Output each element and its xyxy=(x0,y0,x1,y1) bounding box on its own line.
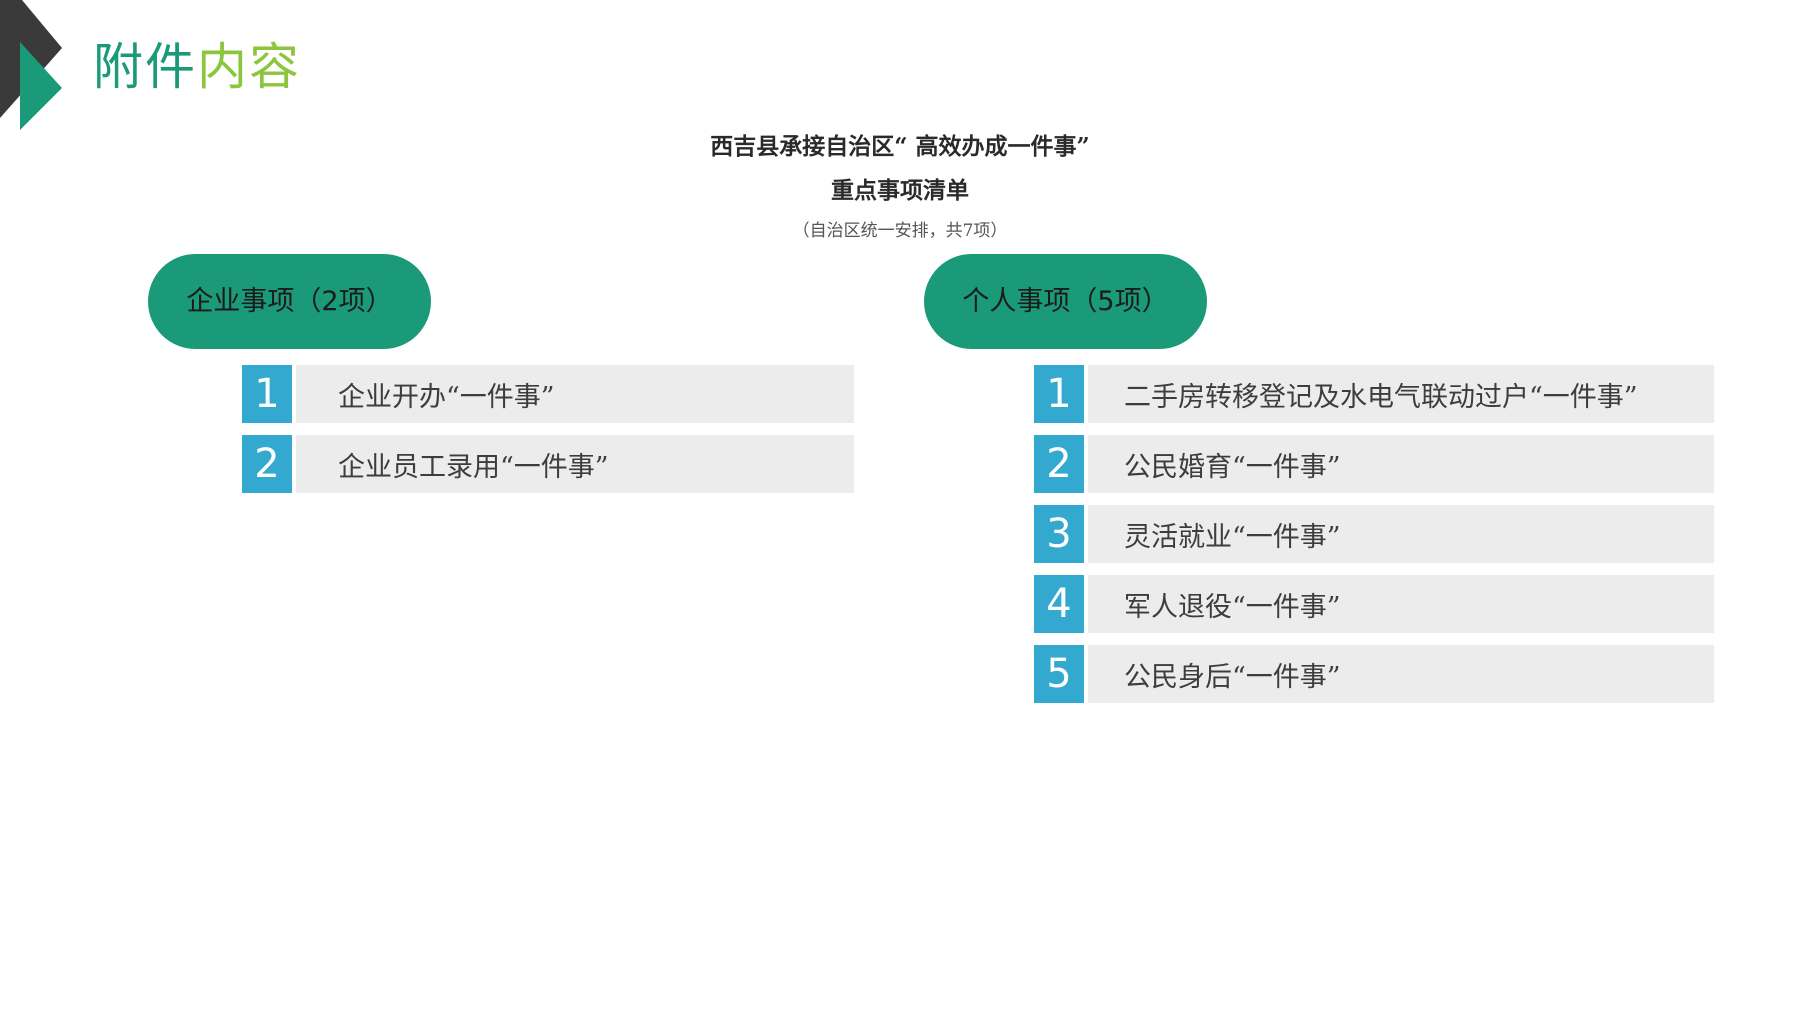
list-heading-note: （自治区统一安排，共7项） xyxy=(792,221,1008,241)
item-label: 灵活就业“一件事” xyxy=(1124,521,1341,553)
corner-arrow-decoration xyxy=(0,0,62,130)
list-item: 2 公民婚育“一件事” xyxy=(1034,435,1714,493)
list-item: 5 公民身后“一件事” xyxy=(1034,645,1714,703)
item-label: 公民婚育“一件事” xyxy=(1124,451,1341,483)
list-item: 3 灵活就业“一件事” xyxy=(1034,505,1714,563)
list-item: 2 企业员工录用“一件事” xyxy=(242,435,854,493)
page-title-part1: 附件 xyxy=(93,38,197,96)
item-number-badge: 1 xyxy=(242,365,296,423)
item-label: 二手房转移登记及水电气联动过户“一件事” xyxy=(1124,381,1638,413)
item-label: 企业员工录用“一件事” xyxy=(338,451,609,483)
item-number-badge: 1 xyxy=(1034,365,1088,423)
personal-item-list: 1 二手房转移登记及水电气联动过户“一件事” 2 公民婚育“一件事” 3 灵活就… xyxy=(1034,365,1714,715)
enterprise-category-pill: 企业事项（2项） xyxy=(148,254,431,349)
list-heading-line1: 西吉县承接自治区“ 高效办成一件事” xyxy=(710,133,1090,160)
list-item: 1 企业开办“一件事” xyxy=(242,365,854,423)
item-number-badge: 4 xyxy=(1034,575,1088,633)
item-number-badge: 2 xyxy=(242,435,296,493)
page-title-part2: 内容 xyxy=(197,38,301,96)
page-title: 附件内容 xyxy=(93,34,301,100)
item-number-badge: 3 xyxy=(1034,505,1088,563)
item-label: 公民身后“一件事” xyxy=(1124,661,1341,693)
personal-category-pill: 个人事项（5项） xyxy=(924,254,1207,349)
list-item: 4 军人退役“一件事” xyxy=(1034,575,1714,633)
list-heading-line2: 重点事项清单 xyxy=(831,177,969,204)
item-label: 企业开办“一件事” xyxy=(338,381,555,413)
item-number-badge: 2 xyxy=(1034,435,1088,493)
item-label: 军人退役“一件事” xyxy=(1124,591,1341,623)
list-item: 1 二手房转移登记及水电气联动过户“一件事” xyxy=(1034,365,1714,423)
enterprise-item-list: 1 企业开办“一件事” 2 企业员工录用“一件事” xyxy=(242,365,854,505)
item-number-badge: 5 xyxy=(1034,645,1088,703)
